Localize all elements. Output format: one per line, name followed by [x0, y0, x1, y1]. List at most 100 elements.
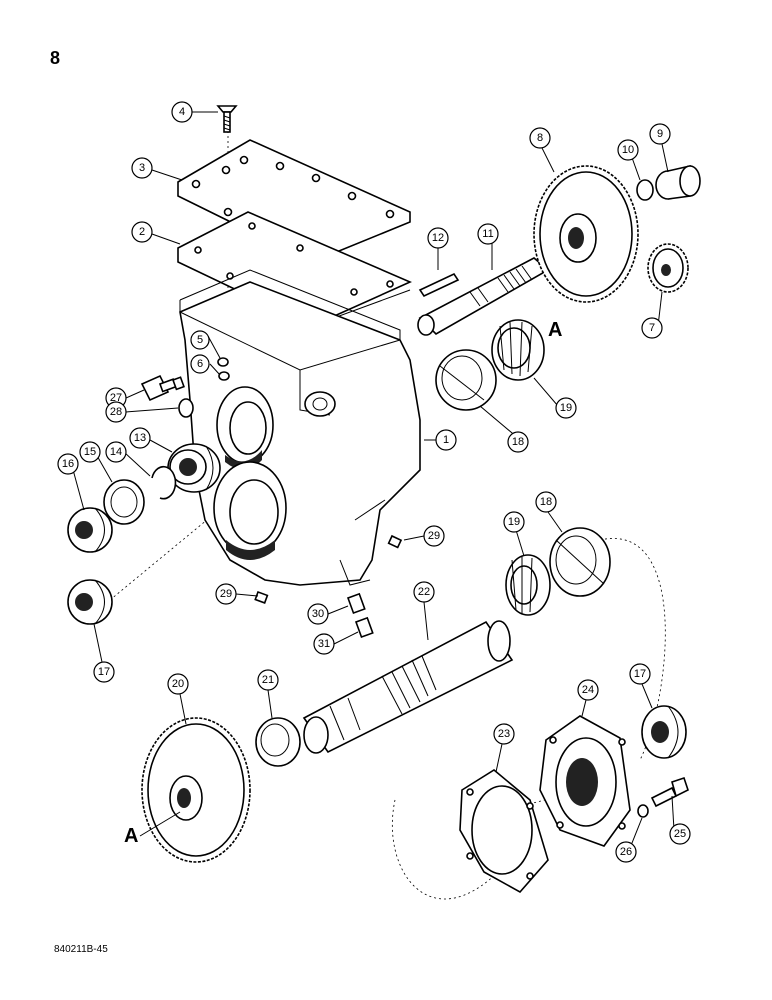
callout-30: 30	[307, 603, 329, 625]
svg-text:29: 29	[428, 530, 440, 542]
fitting-part-30	[346, 592, 366, 615]
cover-plate-part-3	[177, 139, 411, 263]
sleeve-part-9	[655, 164, 701, 200]
bolt-part-25	[650, 776, 689, 808]
svg-text:2: 2	[139, 226, 145, 238]
callout-26: 26	[615, 841, 637, 863]
cover-gasket-part-23	[459, 769, 549, 894]
callout-18-upper: 18	[507, 431, 529, 453]
callout-2: 2	[131, 221, 153, 243]
svg-text:26: 26	[620, 846, 632, 858]
tapered-bearing-part-19-lower	[505, 554, 551, 616]
oil-seal-part-17-right	[641, 705, 687, 759]
svg-text:19: 19	[560, 402, 572, 414]
svg-text:17: 17	[634, 668, 646, 680]
callout-18-lower: 18	[535, 491, 557, 513]
callout-14: 14	[105, 441, 127, 463]
bearing-cup-part-21	[255, 717, 301, 767]
callout-6: 6	[190, 354, 210, 374]
svg-text:8: 8	[537, 132, 543, 144]
callout-12: 12	[427, 227, 449, 249]
snap-ring-part-10	[636, 179, 654, 201]
callout-17-left: 17	[93, 661, 115, 683]
callout-9: 9	[649, 123, 671, 145]
callout-16: 16	[57, 453, 79, 475]
output-shaft-part-22	[302, 620, 514, 754]
snap-ring-part-14	[151, 465, 177, 500]
svg-text:14: 14	[110, 446, 122, 458]
callout-13: 13	[129, 427, 151, 449]
figure-code: 840211B-45	[54, 944, 108, 955]
callout-29-left: 29	[215, 583, 237, 605]
svg-text:6: 6	[197, 358, 203, 370]
breather-fitting-part-27	[140, 374, 185, 402]
gearbox-housing-part-1	[179, 269, 421, 586]
svg-text:25: 25	[674, 828, 686, 840]
svg-text:16: 16	[62, 458, 74, 470]
svg-text:31: 31	[318, 638, 330, 650]
callout-3: 3	[131, 157, 153, 179]
callout-17-right: 17	[629, 663, 651, 685]
svg-text:18: 18	[512, 436, 524, 448]
svg-text:21: 21	[262, 674, 274, 686]
callout-19-upper: 19	[555, 397, 577, 419]
svg-text:4: 4	[179, 106, 185, 118]
svg-text:22: 22	[418, 586, 430, 598]
svg-text:28: 28	[110, 406, 122, 418]
reference-letter-a-upper: A	[548, 319, 562, 341]
oil-seal-part-16	[67, 507, 113, 553]
callout-29-right: 29	[423, 525, 445, 547]
page-number: 8	[50, 48, 61, 68]
svg-text:27: 27	[110, 392, 122, 404]
plug-part-29-right	[387, 534, 403, 549]
callout-24: 24	[577, 679, 599, 701]
reference-a-lower-leader	[139, 811, 181, 837]
svg-text:9: 9	[657, 128, 663, 140]
large-gear-part-20	[141, 717, 251, 863]
svg-text:20: 20	[172, 678, 184, 690]
callout-11: 11	[477, 223, 499, 245]
callout-7: 7	[641, 317, 663, 339]
callout-10: 10	[617, 139, 639, 161]
bearing-group-line	[599, 538, 666, 761]
callout-31: 31	[313, 633, 335, 655]
callout-25: 25	[669, 823, 691, 845]
svg-text:15: 15	[84, 446, 96, 458]
svg-text:19: 19	[508, 516, 520, 528]
small-gear-part-7	[647, 243, 689, 293]
fitting-part-31	[354, 616, 374, 639]
svg-text:29: 29	[220, 588, 232, 600]
svg-text:13: 13	[134, 432, 146, 444]
svg-text:30: 30	[312, 608, 324, 620]
bearing-cup-part-18-lower	[549, 527, 611, 597]
key-part-12	[418, 272, 460, 298]
bearing-cover-part-24	[539, 715, 631, 847]
callout-23: 23	[493, 723, 515, 745]
callout-19-lower: 19	[503, 511, 525, 533]
svg-text:24: 24	[582, 684, 594, 696]
callout-21: 21	[257, 669, 279, 691]
callout-8: 8	[529, 127, 551, 149]
callout-28: 28	[105, 401, 127, 423]
bearing-cup-part-18-upper	[435, 349, 497, 411]
svg-text:5: 5	[197, 334, 203, 346]
retaining-ring-part-15	[103, 479, 145, 525]
tapered-bearing-part-19-upper	[491, 319, 545, 381]
washer-part-26	[637, 804, 649, 818]
svg-text:12: 12	[432, 232, 444, 244]
cover-group-line	[391, 799, 501, 900]
svg-text:3: 3	[139, 162, 145, 174]
plug-part-29-left	[254, 590, 269, 604]
screw-part-4	[216, 105, 238, 133]
callout-5: 5	[190, 330, 210, 350]
svg-text:7: 7	[649, 322, 655, 334]
svg-text:23: 23	[498, 728, 510, 740]
svg-text:1: 1	[443, 434, 449, 446]
callout-22: 22	[413, 581, 435, 603]
ball-bearing-part-13	[167, 443, 221, 493]
oil-seal-part-17-left	[67, 579, 113, 625]
callout-4: 4	[171, 101, 193, 123]
svg-text:17: 17	[98, 666, 110, 678]
callout-15: 15	[79, 441, 101, 463]
